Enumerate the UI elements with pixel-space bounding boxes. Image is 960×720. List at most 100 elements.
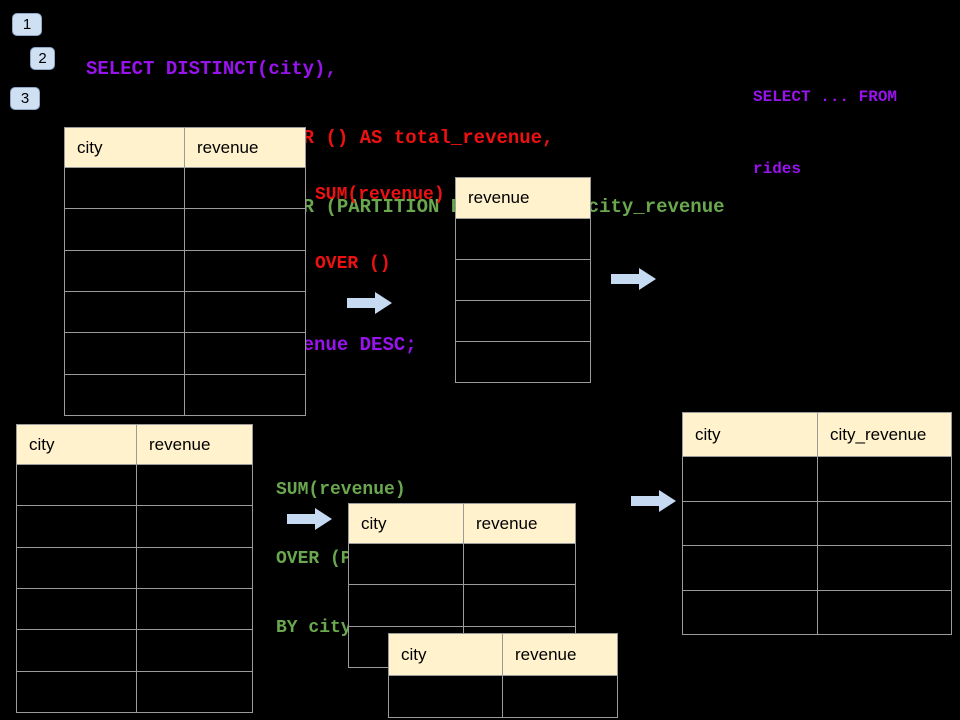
table-row [683, 590, 951, 634]
table-cell [818, 457, 951, 501]
table-cell [65, 209, 185, 250]
side-note-line-2: rides [753, 160, 802, 178]
table-row [349, 585, 575, 627]
right-arrow-icon [347, 291, 393, 315]
column-header-city: city [389, 634, 503, 675]
table-header-row: city revenue [349, 504, 575, 544]
table-row [456, 260, 590, 301]
table-source-bottom: city revenue [16, 424, 253, 713]
table-row [17, 630, 252, 672]
table-cell [464, 585, 575, 625]
right-arrow-icon [611, 267, 657, 291]
annotation-line: OVER () [315, 254, 391, 274]
table-row [17, 465, 252, 507]
table-cell [185, 209, 305, 249]
table-cell [185, 375, 305, 415]
table-cell [65, 291, 185, 333]
table-row [17, 506, 252, 548]
sql-line-select: SELECT DISTINCT(city), [86, 58, 337, 80]
table-cell [137, 630, 252, 670]
table-cell [65, 168, 185, 209]
column-header-revenue: revenue [197, 137, 259, 157]
table-cell [456, 301, 590, 341]
table-cell [137, 506, 252, 546]
table-row [683, 501, 951, 546]
table-cell [349, 544, 464, 585]
column-header-city-revenue: city_revenue [830, 424, 927, 444]
table-cell [17, 506, 137, 547]
annotation-line: SUM(revenue) [276, 480, 406, 500]
column-header-city: city [349, 504, 464, 543]
table-cell [65, 333, 185, 374]
table-header-row: city revenue [17, 425, 252, 465]
table-row [65, 168, 305, 210]
table-cell [17, 671, 137, 712]
step-badge-2: 2 [30, 47, 55, 70]
table-row [683, 546, 951, 591]
table-source-top: city revenue [64, 127, 306, 416]
table-cell [389, 676, 503, 717]
table-cell [683, 501, 818, 545]
table-row [65, 333, 305, 375]
table-row [65, 250, 305, 292]
table-row [389, 676, 617, 717]
table-row [349, 544, 575, 586]
table-final-result: city city_revenue [682, 412, 952, 635]
table-row [683, 457, 951, 502]
column-header-revenue: revenue [468, 188, 530, 207]
table-cell [185, 333, 305, 373]
step-badge-1: 1 [12, 13, 42, 36]
table-cell [137, 465, 252, 505]
annotation-total-revenue: SUM(revenue) OVER () [315, 138, 445, 322]
step-badge-3: 3 [10, 87, 40, 110]
column-header-city: city [65, 128, 185, 167]
table-cell [185, 168, 305, 208]
right-arrow-icon [631, 489, 677, 513]
table-cell [464, 544, 575, 584]
table-cell [17, 588, 137, 630]
table-row [17, 547, 252, 589]
column-header-city: city [17, 425, 137, 464]
table-cell [683, 590, 818, 634]
table-header-row: city revenue [65, 128, 305, 168]
table-row [65, 209, 305, 251]
table-cell [17, 630, 137, 671]
table-row [65, 291, 305, 334]
table-cell [137, 672, 252, 712]
table-cell [65, 374, 185, 415]
table-row [17, 588, 252, 631]
side-note-line-1: SELECT ... FROM [753, 88, 898, 106]
table-body [17, 465, 252, 712]
table-row [456, 301, 590, 342]
table-cell [683, 457, 818, 501]
table-cell [137, 589, 252, 629]
column-header-revenue: revenue [149, 434, 211, 454]
table-cell [137, 548, 252, 588]
table-cell [65, 250, 185, 291]
table-header-row: city revenue [389, 634, 617, 676]
table-body [389, 676, 617, 717]
table-cell [456, 260, 590, 300]
annotation-line: SUM(revenue) [315, 185, 445, 205]
right-arrow-icon [287, 507, 333, 531]
table-partition-result-overlay: city revenue [388, 633, 618, 718]
table-cell [17, 465, 137, 506]
column-header-revenue: revenue [476, 513, 538, 533]
table-row [65, 374, 305, 415]
side-note-select-from-rides: SELECT ... FROM rides [753, 37, 897, 229]
table-cell [818, 502, 951, 546]
table-cell [456, 219, 590, 259]
table-cell [503, 676, 617, 717]
table-cell [185, 251, 305, 291]
column-header-city: city [683, 413, 818, 456]
table-body [65, 168, 305, 415]
table-cell [818, 546, 951, 590]
table-row [456, 219, 590, 260]
table-body [683, 457, 951, 634]
column-header-revenue: revenue [515, 644, 577, 664]
table-cell [683, 546, 818, 590]
table-header-row: city city_revenue [683, 413, 951, 457]
table-cell [456, 342, 590, 382]
table-total-revenue-result: revenue [455, 177, 591, 383]
